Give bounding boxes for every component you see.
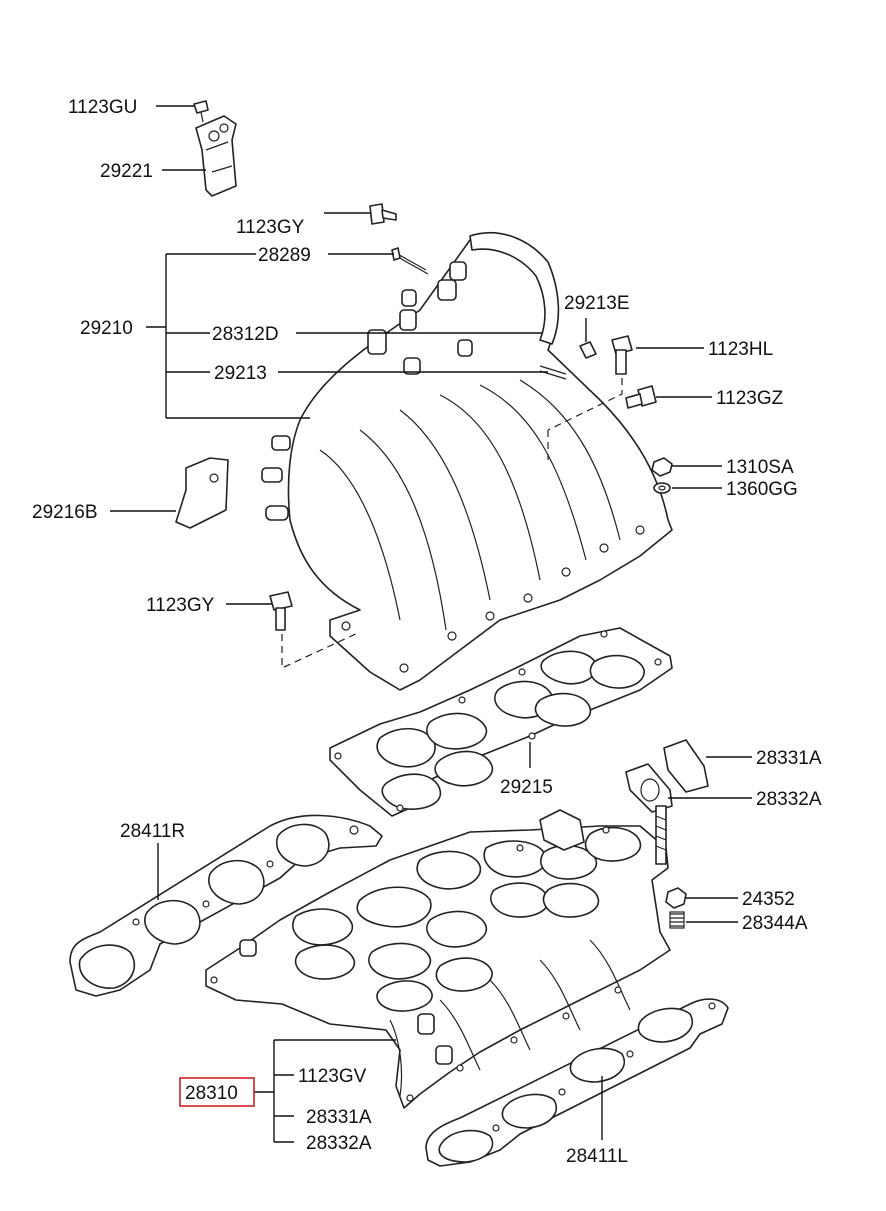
label-28411l: 28411L	[566, 1146, 628, 1167]
bracket-29216b-drawing	[175, 457, 229, 529]
bolt-1123gy-top-drawing	[369, 203, 397, 225]
label-28310[interactable]: 28310	[185, 1083, 238, 1104]
highlight-box-28310	[179, 1077, 255, 1107]
bolt-1123gy-mid-drawing	[269, 591, 293, 631]
gasket-28331a-drawing	[663, 739, 709, 793]
label-28344a: 28344A	[742, 913, 808, 934]
upper-intake-manifold-29210-drawing	[261, 231, 673, 691]
label-1123hl: 1123HL	[708, 339, 773, 360]
label-1360gg: 1360GG	[726, 479, 798, 500]
gasket-28411r-drawing	[69, 814, 383, 997]
gasket-29215-drawing	[329, 627, 673, 817]
nut-24352-drawing	[665, 887, 687, 909]
label-28331a-top: 28331A	[756, 748, 822, 769]
bolt-1123hl-drawing	[611, 335, 633, 375]
label-28332a-bottom: 28332A	[306, 1133, 372, 1154]
label-29216b: 29216B	[32, 502, 98, 523]
gasket-28411l-drawing	[425, 998, 729, 1167]
label-29215: 29215	[500, 777, 553, 798]
bracket-29221-drawing	[195, 115, 237, 197]
label-28411r: 28411R	[120, 821, 185, 842]
label-28332a-top: 28332A	[756, 789, 822, 810]
washer-1360gg-drawing	[653, 482, 671, 494]
stud-28289-drawing	[391, 247, 429, 275]
leader-lines	[110, 105, 752, 1143]
label-1123gu: 1123GU	[68, 97, 137, 118]
label-24352: 24352	[742, 889, 795, 910]
label-29221: 29221	[100, 161, 153, 182]
label-29210: 29210	[80, 318, 133, 339]
bolt-1123gz-drawing	[625, 385, 657, 409]
label-29213: 29213	[214, 363, 267, 384]
lower-intake-manifold-28310-drawing	[205, 809, 671, 1109]
bolt-1123gu-drawing	[193, 100, 209, 123]
gasket-28332a-drawing	[625, 763, 673, 813]
spring-28344a-drawing	[669, 911, 685, 929]
label-1123gy-top: 1123GY	[236, 217, 305, 238]
label-29213e: 29213E	[564, 293, 630, 314]
label-28331a-bottom: 28331A	[306, 1107, 372, 1128]
label-1123gy-mid: 1123GY	[146, 595, 215, 616]
label-28289: 28289	[258, 245, 311, 266]
nut-1310sa-drawing	[651, 457, 673, 477]
pin-29213e-drawing	[579, 341, 597, 359]
label-1310sa: 1310SA	[726, 457, 794, 478]
label-1123gz: 1123GZ	[716, 388, 784, 409]
dashed-guide-line-3	[547, 378, 623, 431]
label-28312d: 28312D	[212, 324, 279, 345]
label-1123gv: 1123GV	[298, 1066, 367, 1087]
stud-long-drawing	[655, 805, 667, 865]
